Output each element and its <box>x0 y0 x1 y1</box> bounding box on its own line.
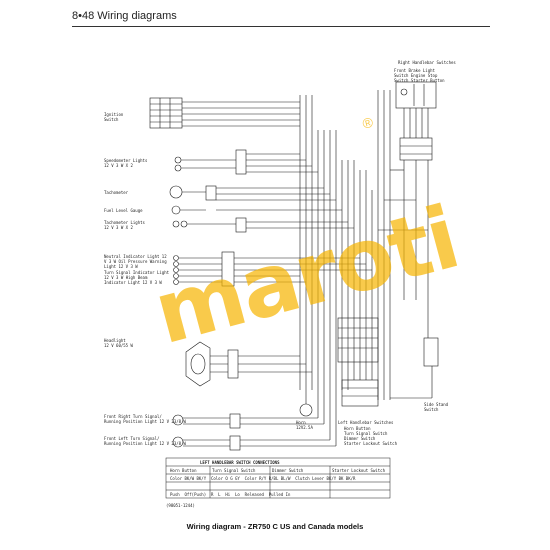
front-right-signal-label: Front Right Turn Signal/ Running Positio… <box>104 414 186 424</box>
speedometer-lights-label: Speedometer Lights 12 V 3 W X 2 <box>104 158 148 168</box>
reference-code: (98051-1244) <box>166 503 195 508</box>
right-switch-cluster <box>395 81 437 109</box>
table-title: LEFT HANDLEBAR SWITCH CONNECTIONS <box>200 460 280 465</box>
table-header-turn: Turn Signal Switch <box>212 468 256 473</box>
table-header-dimmer: Dimmer Switch <box>272 468 304 473</box>
tachometer-label: Tachometer <box>104 190 129 195</box>
headlight-label: Headlight 12 V 60/55 W <box>104 338 133 348</box>
fuel-gauge-label: Fuel Level Gauge <box>104 208 143 213</box>
horn-symbol <box>299 403 313 417</box>
indicator-lights-label-2: Turn Signal Indicator Light 12 V 3 W Hig… <box>104 270 170 285</box>
table-row-colors: Color BK/W BK/Y Color O G GY Color R/Y R… <box>170 476 356 481</box>
indicator-lights-label: Neutral Indicator Light 12 V 3 W Oil Pre… <box>104 254 167 269</box>
horn-label: Horn 12V2.5A <box>296 420 313 430</box>
left-handlebar-title: Left Handlebar Switches <box>338 420 394 425</box>
left-switch-item-lockout: Starter Lockout Switch <box>344 441 397 446</box>
left-switch-item-horn: Horn Button <box>344 426 371 431</box>
left-switch-item-turn: Turn Signal Switch <box>344 431 388 436</box>
figure-caption: Wiring diagram - ZR750 C US and Canada m… <box>186 522 364 531</box>
ignition-switch-label: Ignition Switch <box>104 112 124 122</box>
front-left-signal-label: Front Left Turn Signal/ Running Position… <box>104 436 186 446</box>
side-stand-switch <box>423 337 439 367</box>
left-switch-cluster <box>337 317 379 363</box>
page-header: 8•48 Wiring diagrams <box>72 10 177 22</box>
left-switch-item-dimmer: Dimmer Switch <box>344 436 376 441</box>
switch-connections-table <box>165 457 391 499</box>
table-row-states: Push Off(Push) R L Hi Lo Released Pulled… <box>170 492 291 497</box>
tachometer-lights-label: Tachometer Lights 12 V 3 W X 2 <box>104 220 145 230</box>
right-handlebar-title: Right Handlebar Switches <box>398 60 456 65</box>
table-header-lockout: Starter Lockout Switch <box>332 468 385 473</box>
table-header-horn: Horn Button <box>170 468 197 473</box>
ignition-switch-block <box>149 97 183 129</box>
headlight-symbol <box>185 341 211 387</box>
side-stand-label: Side Stand Switch <box>424 402 449 412</box>
right-switch-items: Front Brake Light Switch Engine Stop Swi… <box>394 68 445 83</box>
header-rule <box>72 26 490 27</box>
